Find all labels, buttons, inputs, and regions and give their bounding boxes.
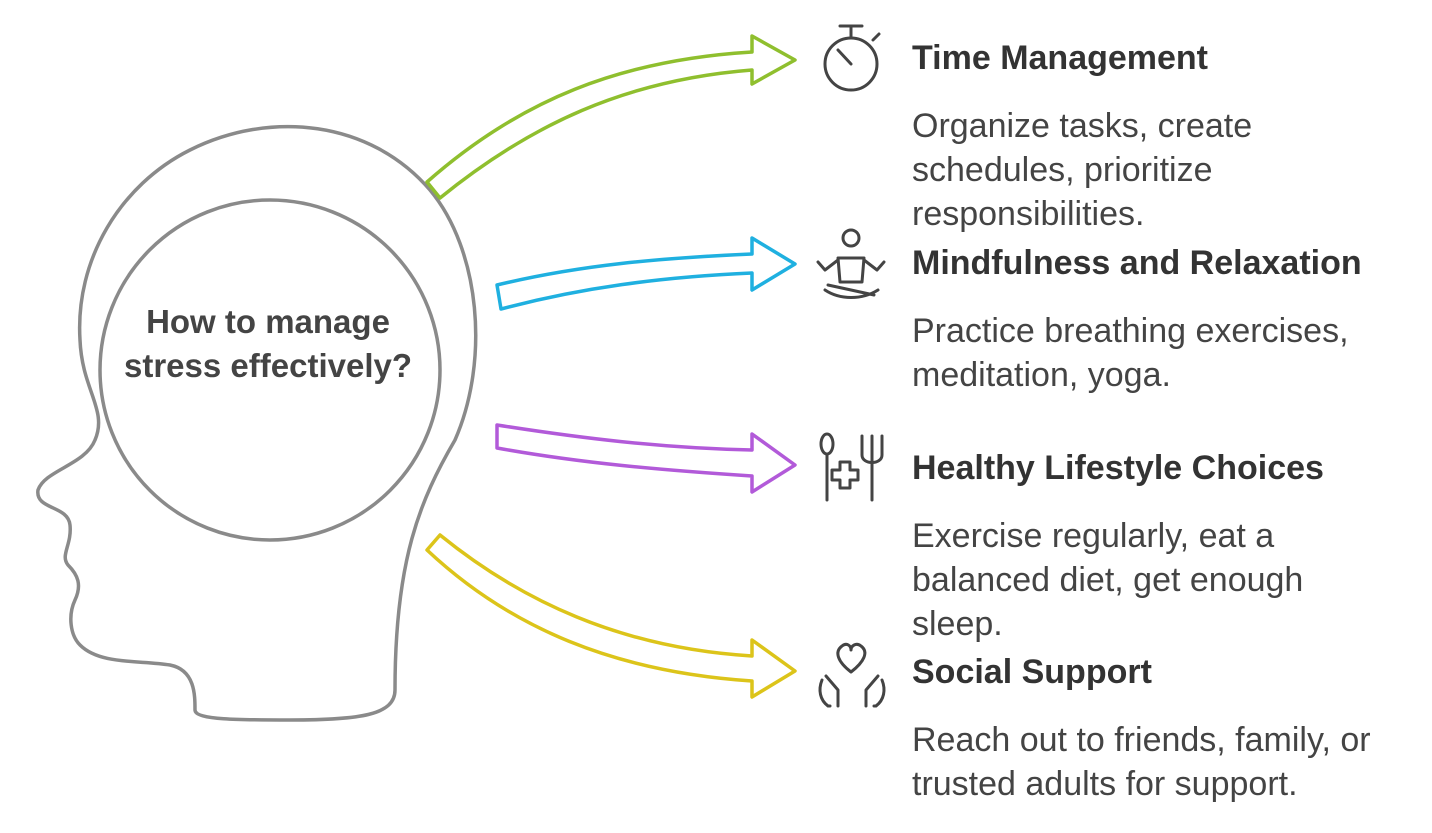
item-time-management: Time Management Organize tasks, create s… [912, 38, 1412, 236]
head-silhouette [36, 124, 478, 722]
arrow-mindfulness [495, 236, 797, 311]
item-social-support: Social Support Reach out to friends, fam… [912, 652, 1412, 806]
item-description: Reach out to friends, family, or trusted… [912, 721, 1371, 803]
stopwatch-icon [823, 24, 881, 92]
item-title: Healthy Lifestyle Choices [912, 449, 1324, 487]
arrow-healthy-lifestyle [495, 423, 797, 494]
item-title: Mindfulness and Relaxation [912, 244, 1362, 282]
item-healthy-lifestyle: Healthy Lifestyle Choices Exercise regul… [912, 448, 1412, 646]
health-food-icon [819, 432, 884, 502]
arrow-social-support [425, 533, 797, 699]
arrow-time-management [425, 34, 797, 200]
center-question: How to manage stress effectively? [124, 303, 412, 384]
caring-hands-heart-icon [818, 642, 886, 708]
item-description: Organize tasks, create schedules, priori… [912, 107, 1253, 233]
meditation-icon [816, 228, 886, 299]
item-mindfulness: Mindfulness and Relaxation Practice brea… [912, 243, 1412, 397]
question-circle [98, 198, 442, 542]
item-title: Social Support [912, 653, 1152, 691]
item-description: Exercise regularly, eat a balanced diet,… [912, 517, 1304, 643]
item-title: Time Management [912, 39, 1209, 77]
item-description: Practice breathing exercises, meditation… [912, 312, 1349, 394]
